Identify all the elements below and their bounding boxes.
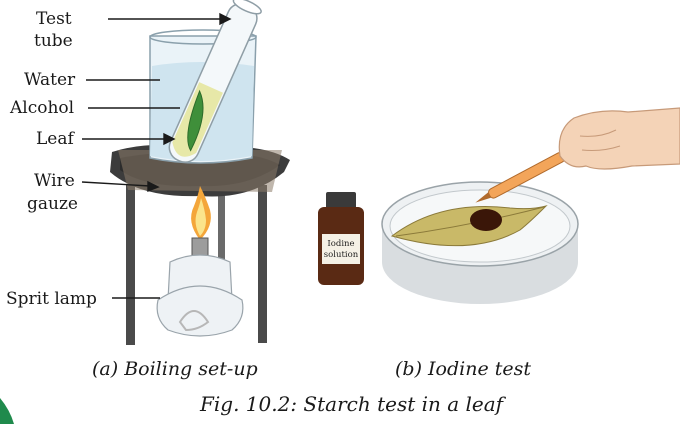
label-test-tube-1: Test bbox=[36, 9, 72, 29]
caption-part-b: (b) Iodine test bbox=[395, 358, 531, 380]
bottle-label-line1: Iodine bbox=[327, 239, 354, 249]
hand bbox=[558, 107, 680, 170]
label-wire-gauze-2: gauze bbox=[27, 194, 78, 214]
label-sprit-lamp: Sprit lamp bbox=[6, 289, 97, 309]
corner-accent bbox=[0, 398, 14, 424]
label-water: Water bbox=[24, 70, 76, 90]
label-alcohol: Alcohol bbox=[9, 98, 74, 118]
label-wire-gauze-1: Wire bbox=[34, 171, 75, 191]
leaf-in-tube bbox=[187, 89, 204, 152]
caption-part-a: (a) Boiling set-up bbox=[92, 358, 258, 380]
iodine-bottle: Iodine solution bbox=[318, 192, 364, 285]
test-tube bbox=[168, 0, 262, 163]
label-leaf: Leaf bbox=[36, 129, 75, 149]
figure-caption: Fig. 10.2: Starch test in a leaf bbox=[199, 392, 507, 416]
pointer-lines bbox=[81, 12, 232, 299]
bottle-label-line2: solution bbox=[324, 250, 359, 260]
flame bbox=[191, 186, 211, 240]
spirit-lamp bbox=[156, 237, 244, 337]
dried-leaf bbox=[390, 204, 548, 247]
label-test-tube-2: tube bbox=[34, 31, 73, 51]
iodine-stain bbox=[470, 209, 502, 231]
iodine-test: Iodine solution bbox=[318, 107, 680, 304]
boiling-setup: Test tube Water Alcohol Leaf Wire gauze … bbox=[6, 0, 290, 345]
